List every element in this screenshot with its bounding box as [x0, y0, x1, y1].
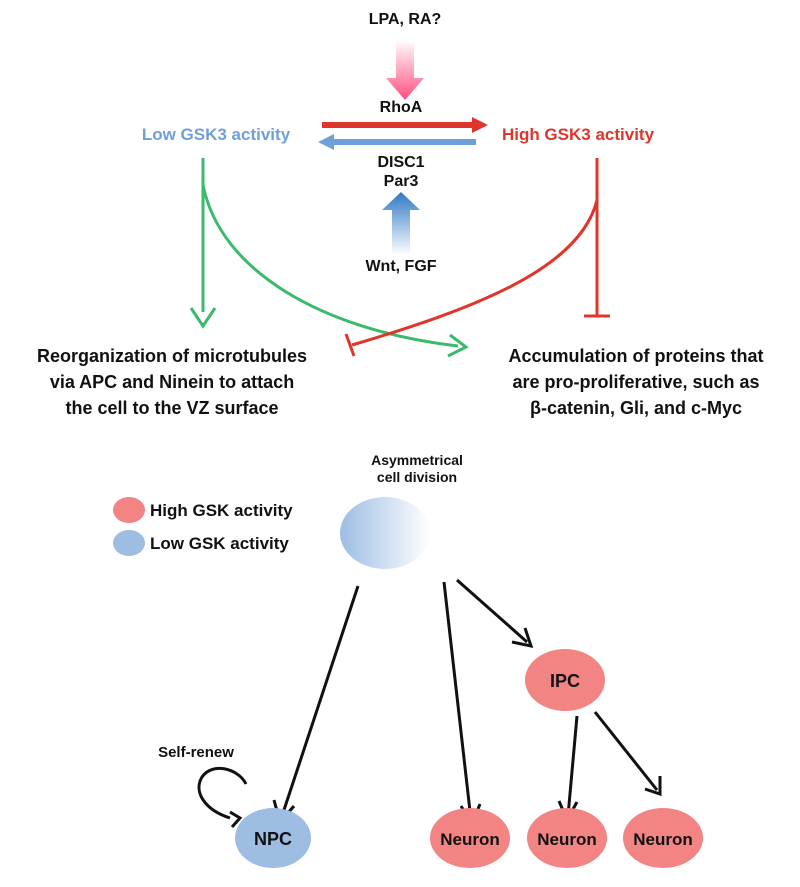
neuron-cell-3 — [623, 808, 703, 868]
forward-arrow — [322, 117, 488, 133]
arrow-ipc-to-neuron-3 — [593, 711, 659, 791]
npc-cell — [235, 808, 311, 868]
high-gsk3-label: High GSK3 activity — [502, 125, 655, 144]
neuron-label-2: Neuron — [537, 830, 597, 849]
arrow-to-neuron-1 — [442, 581, 473, 821]
input-bottom-arrow — [382, 192, 420, 255]
neuron-cell-2 — [527, 808, 607, 868]
legend-high-swatch — [113, 497, 145, 523]
division-label-2: cell division — [377, 469, 457, 485]
low-gsk3-label: Low GSK3 activity — [142, 125, 291, 144]
ipc-label: IPC — [550, 671, 580, 691]
ipc-cell — [525, 649, 605, 711]
division-label-1: Asymmetrical — [371, 452, 463, 468]
microtubule-text-2: via APC and Ninein to attach — [50, 372, 294, 392]
high-inhibit-microtubule-curve — [351, 199, 599, 347]
accumulation-text-1: Accumulation of proteins that — [508, 346, 763, 366]
microtubule-text-3: the cell to the VZ surface — [65, 398, 278, 418]
legend-low-swatch — [113, 530, 145, 556]
neuron-label-1: Neuron — [440, 830, 500, 849]
rhoa-label: RhoA — [380, 99, 423, 116]
input-top-label: LPA, RA? — [369, 11, 442, 28]
input-top-arrow — [386, 40, 424, 100]
neuron-cell-1 — [430, 808, 510, 868]
par3-label: Par3 — [384, 173, 419, 190]
arrow-to-ipc-head — [511, 627, 534, 649]
arrow-ipc-to-neuron-3-head — [644, 776, 662, 797]
self-renew-loop — [197, 766, 248, 820]
legend-low-label: Low GSK activity — [150, 534, 289, 553]
neuron-label-3: Neuron — [633, 830, 693, 849]
dividing-cell — [340, 497, 430, 569]
low-to-microtubule-arrowhead — [189, 307, 217, 329]
accumulation-text-2: are pro-proliferative, such as — [512, 372, 759, 392]
self-renew-label: Self-renew — [158, 744, 234, 761]
low-to-accumulation-curve — [201, 184, 459, 348]
low-to-accumulation-arrowhead — [447, 333, 469, 358]
arrow-ipc-to-neuron-2 — [566, 715, 579, 817]
input-bottom-label: Wnt, FGF — [365, 258, 436, 275]
reverse-arrow — [318, 134, 476, 150]
accumulation-text-3: β-catenin, Gli, and c-Myc — [530, 398, 742, 418]
self-renew-loop-head — [229, 810, 243, 828]
arrow-to-npc — [280, 585, 360, 817]
arrow-to-ipc — [456, 578, 528, 644]
legend-high-label: High GSK activity — [150, 501, 293, 520]
high-inhibit-microtubule-bar — [344, 333, 356, 357]
disc1-label: DISC1 — [377, 154, 424, 171]
microtubule-text-1: Reorganization of microtubules — [37, 346, 307, 366]
npc-label: NPC — [254, 829, 292, 849]
